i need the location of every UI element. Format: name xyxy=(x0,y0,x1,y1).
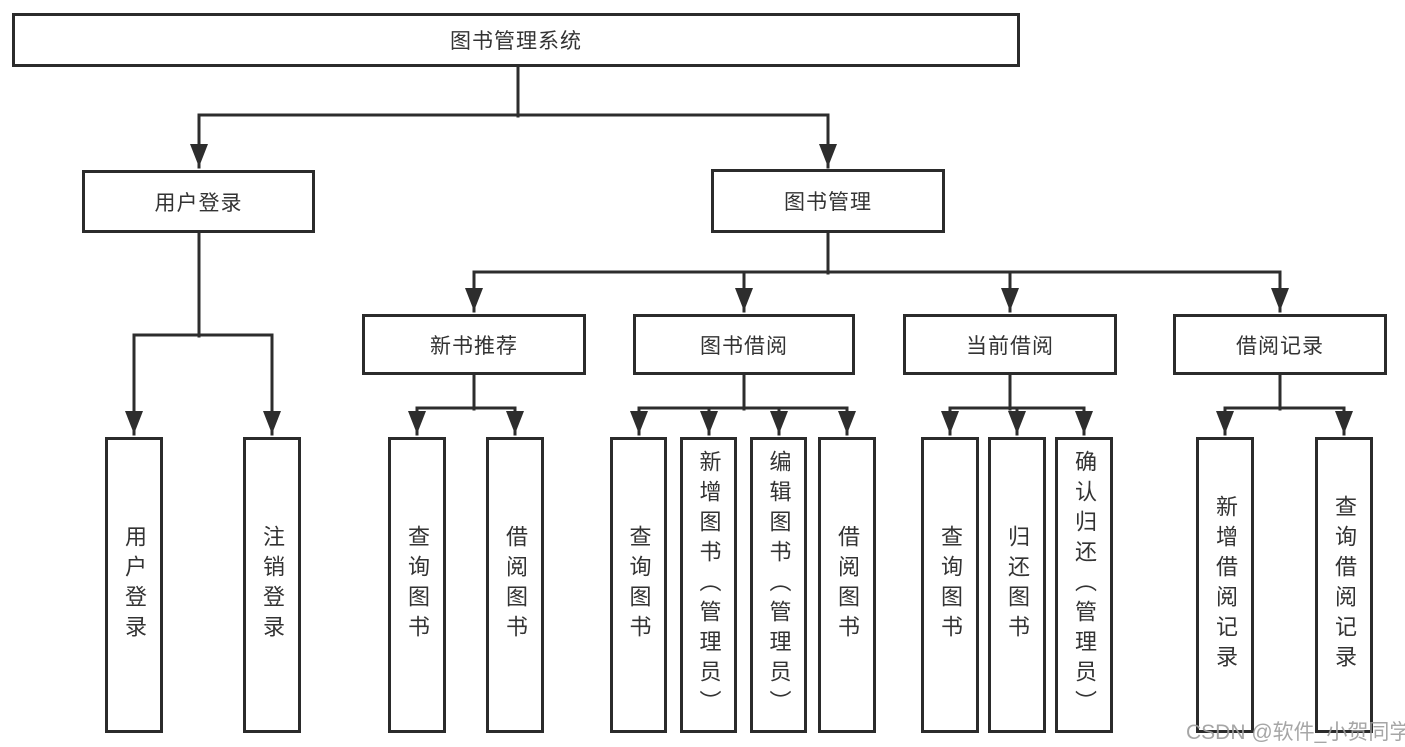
leaf-label: 用户登录 xyxy=(122,525,147,645)
leaf-label: 借阅图书 xyxy=(835,525,860,645)
leaf-label: 查询图书 xyxy=(626,525,652,645)
leaf-query-books-recommend: 查询图书 xyxy=(388,437,446,733)
leaf-label: 查询图书 xyxy=(938,525,963,645)
leaf-query-borrow-record: 查询借阅记录 xyxy=(1315,437,1373,733)
node-book-borrow: 图书借阅 xyxy=(633,314,855,375)
leaf-label: 新增图书（管理员） xyxy=(696,450,722,720)
leaf-label: 查询图书 xyxy=(405,525,430,645)
node-book-management: 图书管理 xyxy=(711,169,945,233)
leaf-label: 注销登录 xyxy=(260,525,285,645)
node-current-borrow: 当前借阅 xyxy=(903,314,1117,375)
leaf-add-book-admin: 新增图书（管理员） xyxy=(680,437,737,733)
leaf-label: 新增借阅记录 xyxy=(1213,495,1238,675)
leaf-return-books: 归还图书 xyxy=(988,437,1046,733)
csdn-watermark: CSDN @软件_小贺同学 xyxy=(1186,721,1405,744)
node-new-book-recommend: 新书推荐 xyxy=(362,314,586,375)
leaf-label: 归还图书 xyxy=(1005,525,1030,645)
node-borrow-records: 借阅记录 xyxy=(1173,314,1387,375)
node-user-login: 用户登录 xyxy=(82,170,315,233)
leaf-label: 查询借阅记录 xyxy=(1332,495,1357,675)
leaf-label: 借阅图书 xyxy=(503,525,528,645)
leaf-borrow-books-recommend: 借阅图书 xyxy=(486,437,544,733)
leaf-borrow-books: 借阅图书 xyxy=(818,437,876,733)
leaf-confirm-return-admin: 确认归还（管理员） xyxy=(1055,437,1113,733)
node-root-system: 图书管理系统 xyxy=(12,13,1020,67)
leaf-user-login: 用户登录 xyxy=(105,437,163,733)
leaf-query-books-borrow: 查询图书 xyxy=(610,437,667,733)
leaf-label: 确认归还（管理员） xyxy=(1072,450,1097,720)
leaf-logout: 注销登录 xyxy=(243,437,301,733)
leaf-query-books-current: 查询图书 xyxy=(921,437,979,733)
leaf-add-borrow-record: 新增借阅记录 xyxy=(1196,437,1254,733)
leaf-edit-book-admin: 编辑图书（管理员） xyxy=(750,437,807,733)
leaf-label: 编辑图书（管理员） xyxy=(766,450,792,720)
